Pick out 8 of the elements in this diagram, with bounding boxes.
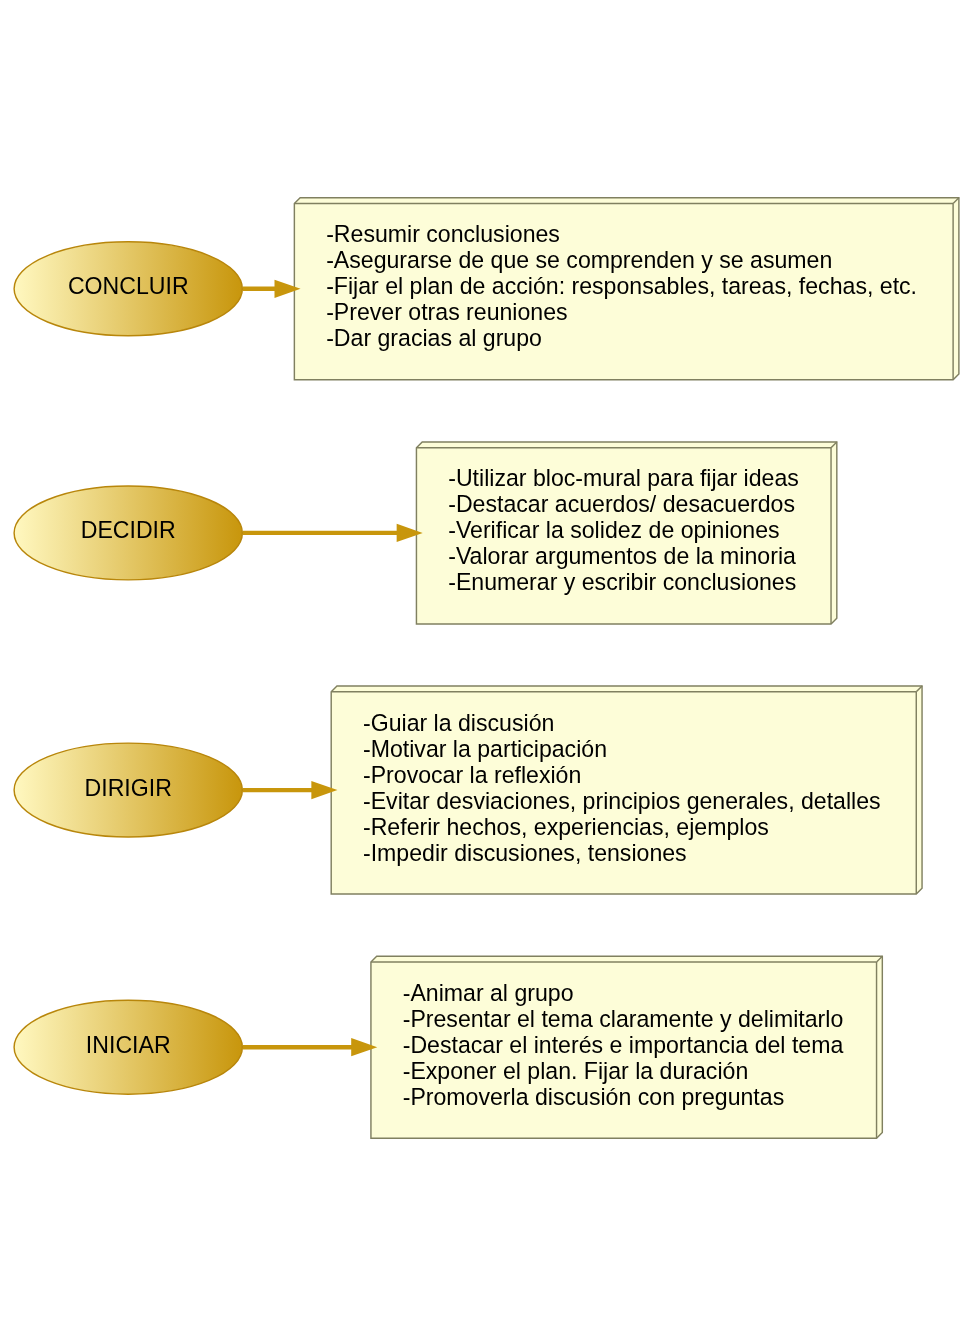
node-ellipse: DECIDIR xyxy=(13,485,244,581)
arrow xyxy=(242,279,301,298)
arrow xyxy=(242,780,338,800)
node-ellipse: DIRIGIR xyxy=(13,742,244,838)
arrow xyxy=(242,523,423,543)
arrow xyxy=(242,1038,378,1057)
node-ellipse: CONCLUIR xyxy=(13,241,244,337)
node-ellipse: INICIAR xyxy=(13,999,244,1095)
